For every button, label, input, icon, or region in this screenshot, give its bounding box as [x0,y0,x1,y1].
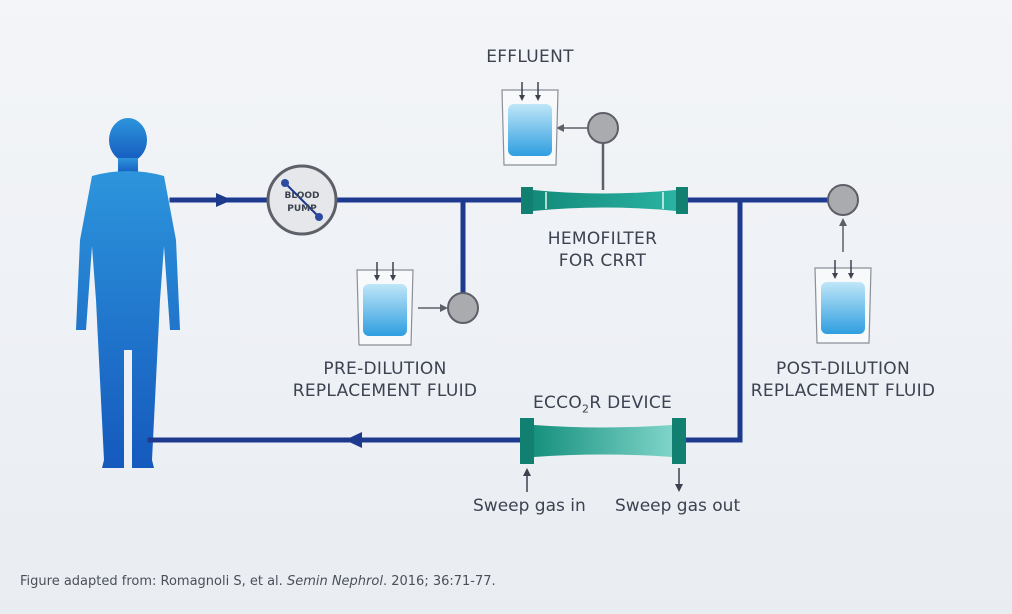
ecco2r-prefix: ECCO [532,393,583,413]
arrow-venous-return [345,432,362,448]
blood-tubing [147,197,833,443]
effluent-bag [501,82,559,166]
post-dilution-pump [827,184,859,216]
blood-pump-label-1: BLOOD [284,191,319,201]
post-dilution-label-line2: REPLACEMENT FLUID [750,381,936,401]
hemofilter-label-line1: HEMOFILTER [547,229,658,249]
pre-dilution-label-line2: REPLACEMENT FLUID [292,381,478,401]
sweep-gas-in-label: Sweep gas in [473,496,586,516]
caption-suffix: . 2016; 36:71-77. [382,574,496,589]
figure-caption: Figure adapted from: Romagnoli S, et al.… [20,574,496,589]
sweep-gas-in-arrow [523,468,531,476]
arrow-arterial-flow [216,193,232,207]
pre-dilution-fluid-bag [356,262,414,346]
pre-dilution-label: PRE-DILUTION REPLACEMENT FLUID [270,358,500,402]
ecco2r-device-label: ECCO2R DEVICE [520,392,685,420]
sweep-gas-out-label: Sweep gas out [615,496,741,516]
caption-prefix: Figure adapted from: Romagnoli S, et al. [20,574,287,589]
ecco2r-device [520,418,686,464]
hemofilter [521,187,688,214]
post-dilution-fluid-bag [814,260,872,344]
effluent-label: EFFLUENT [486,47,574,67]
hemofilter-label: HEMOFILTER FOR CRRT [530,228,675,272]
post-dilution-label-line1: POST-DILUTION [776,359,910,379]
ecco2r-suffix: R DEVICE [589,393,673,413]
patient-silhouette [76,118,180,468]
blood-pump: BLOOD PUMP [266,164,338,236]
caption-journal: Semin Nephrol [286,574,383,589]
pre-dilution-label-line1: PRE-DILUTION [323,359,447,379]
sweep-gas-out-arrow [675,484,683,492]
post-dilution-label: POST-DILUTION REPLACEMENT FLUID [738,358,948,402]
pre-dilution-pump [447,292,479,324]
ecco2r-subscript: 2 [582,402,590,416]
blood-pump-label-2: PUMP [287,204,317,214]
hemofilter-label-line2: FOR CRRT [558,251,647,271]
effluent-pump [587,112,619,144]
